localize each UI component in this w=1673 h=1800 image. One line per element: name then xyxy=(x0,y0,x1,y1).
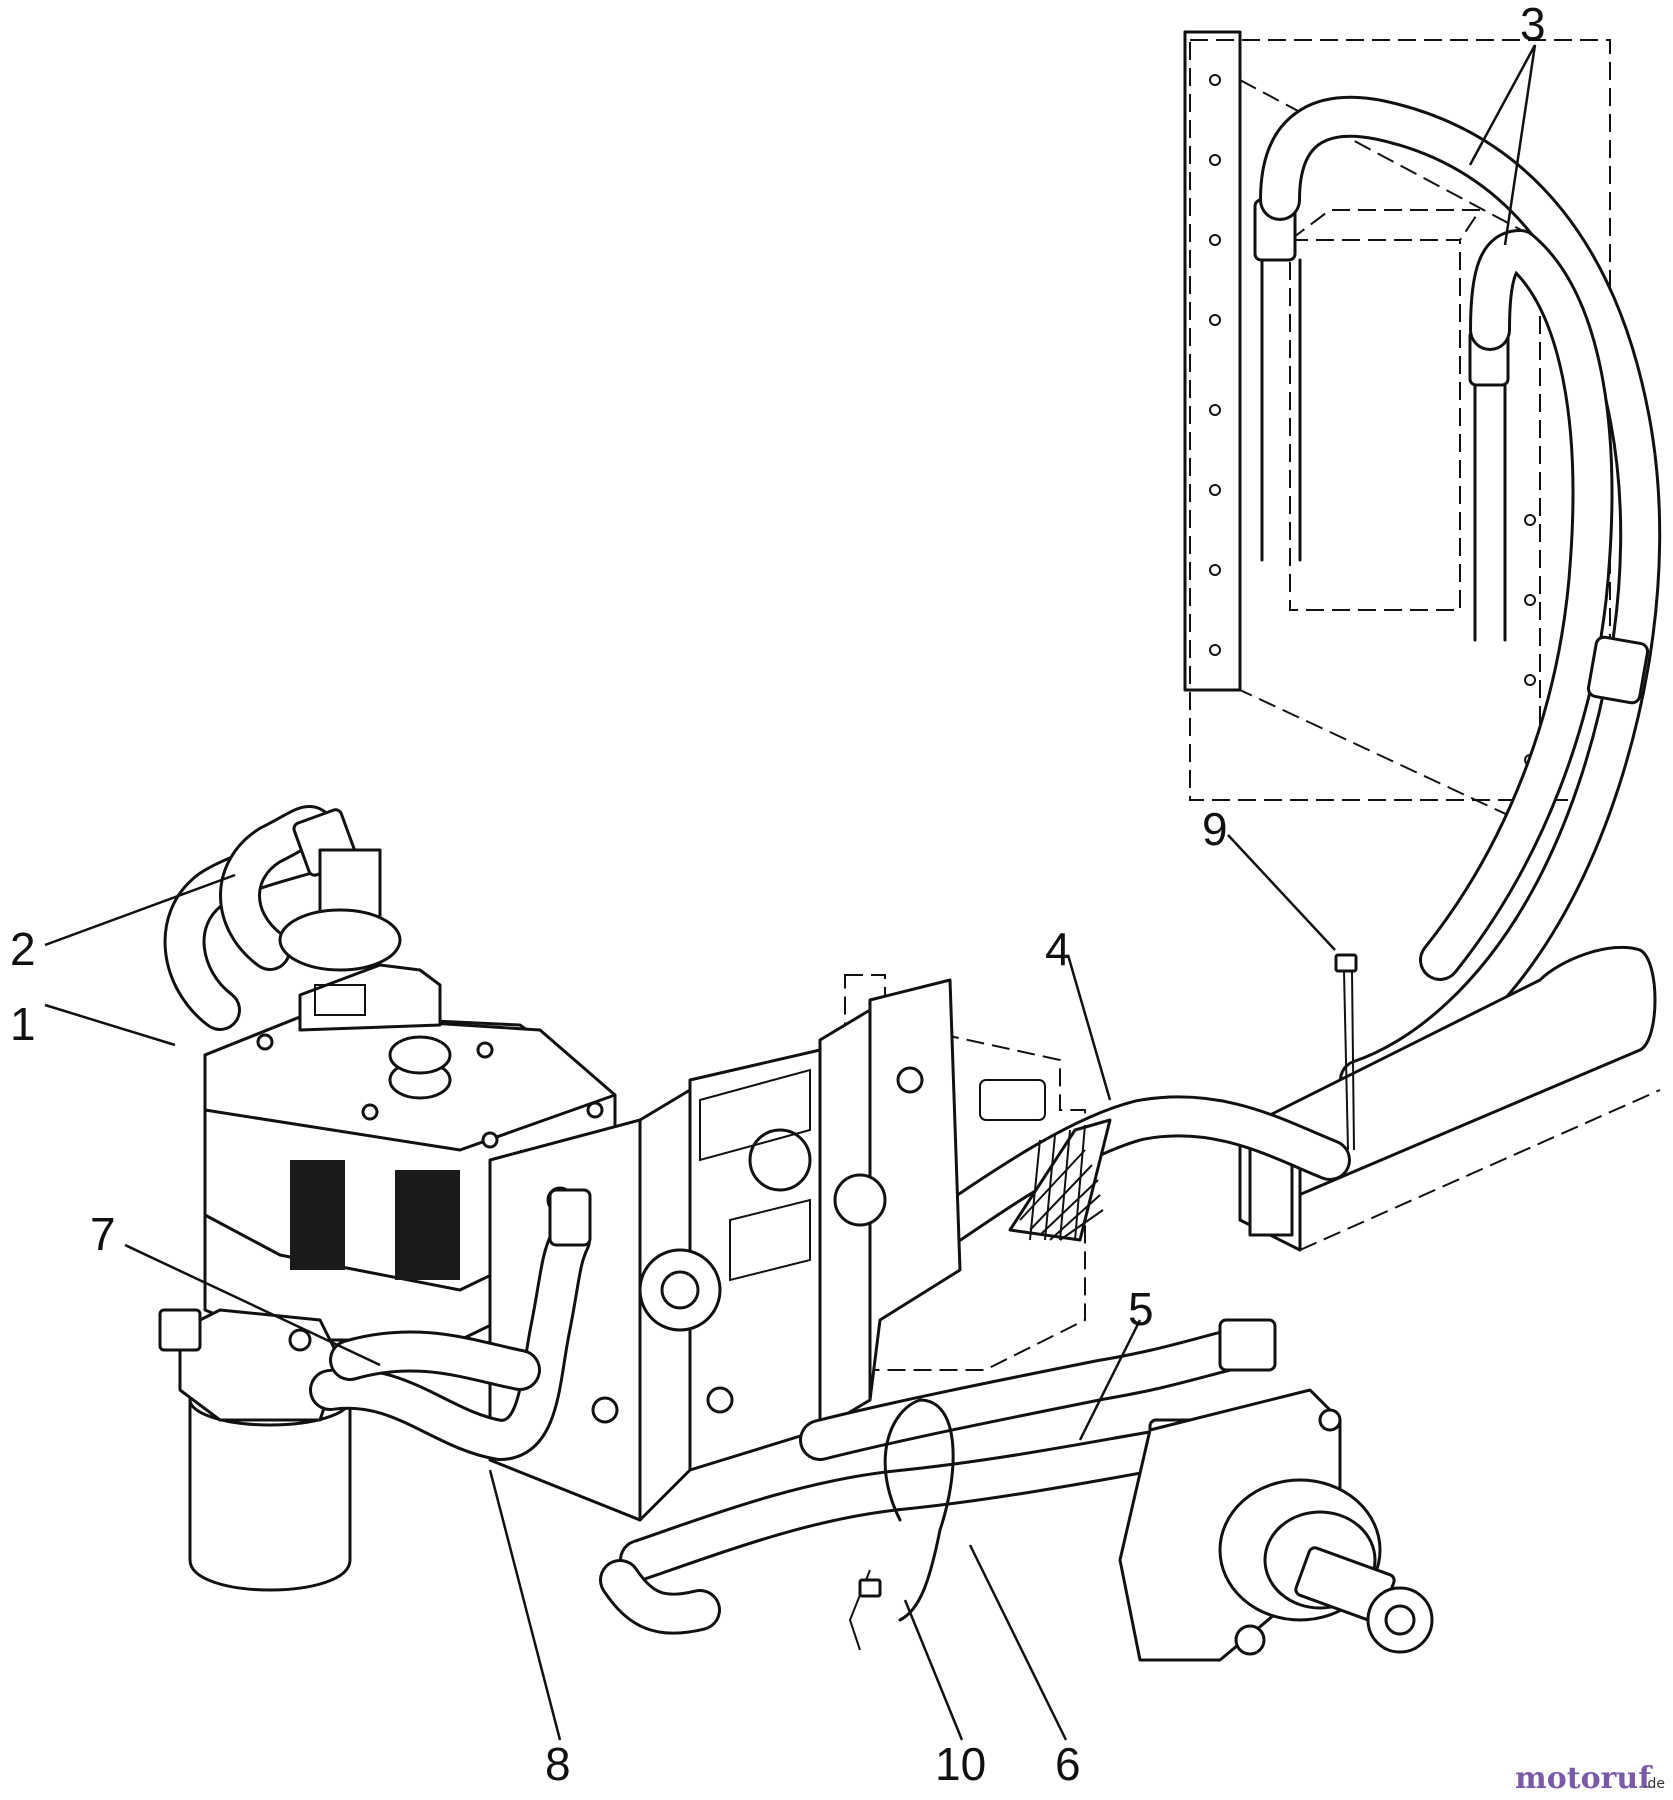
callout-2: 2 xyxy=(10,923,36,975)
watermark-brand: motoruf xyxy=(1515,1761,1653,1796)
panel-holes xyxy=(1209,74,1536,766)
callout-7: 7 xyxy=(90,1208,116,1260)
callout-1: 1 xyxy=(10,998,36,1050)
cable-tie xyxy=(1334,953,1358,1151)
motor-hoses xyxy=(599,1318,1277,1635)
cooler-fittings xyxy=(1253,198,1510,642)
hose-clamp xyxy=(848,1398,955,1651)
callouts: 1 2 3 4 5 6 7 8 9 10 xyxy=(10,0,1546,1790)
callout-10: 10 xyxy=(935,1738,986,1790)
leader-lines xyxy=(44,44,1537,1741)
callout-9: 9 xyxy=(1202,803,1228,855)
watermark: motoruf .de xyxy=(1515,1761,1665,1796)
callout-6: 6 xyxy=(1055,1738,1081,1790)
callout-8: 8 xyxy=(545,1738,571,1790)
callout-5: 5 xyxy=(1128,1283,1154,1335)
wheel-motor xyxy=(1118,1388,1434,1662)
watermark-suffix: .de xyxy=(1643,1776,1665,1792)
frame-tube xyxy=(1238,945,1661,1252)
filter-hoses xyxy=(309,1188,592,1461)
callout-3: 3 xyxy=(1520,0,1546,50)
oil-filter xyxy=(158,1308,352,1592)
cooler-hoses xyxy=(1259,95,1662,1101)
callout-4: 4 xyxy=(1045,923,1071,975)
reservoir-hoses xyxy=(163,805,402,1031)
